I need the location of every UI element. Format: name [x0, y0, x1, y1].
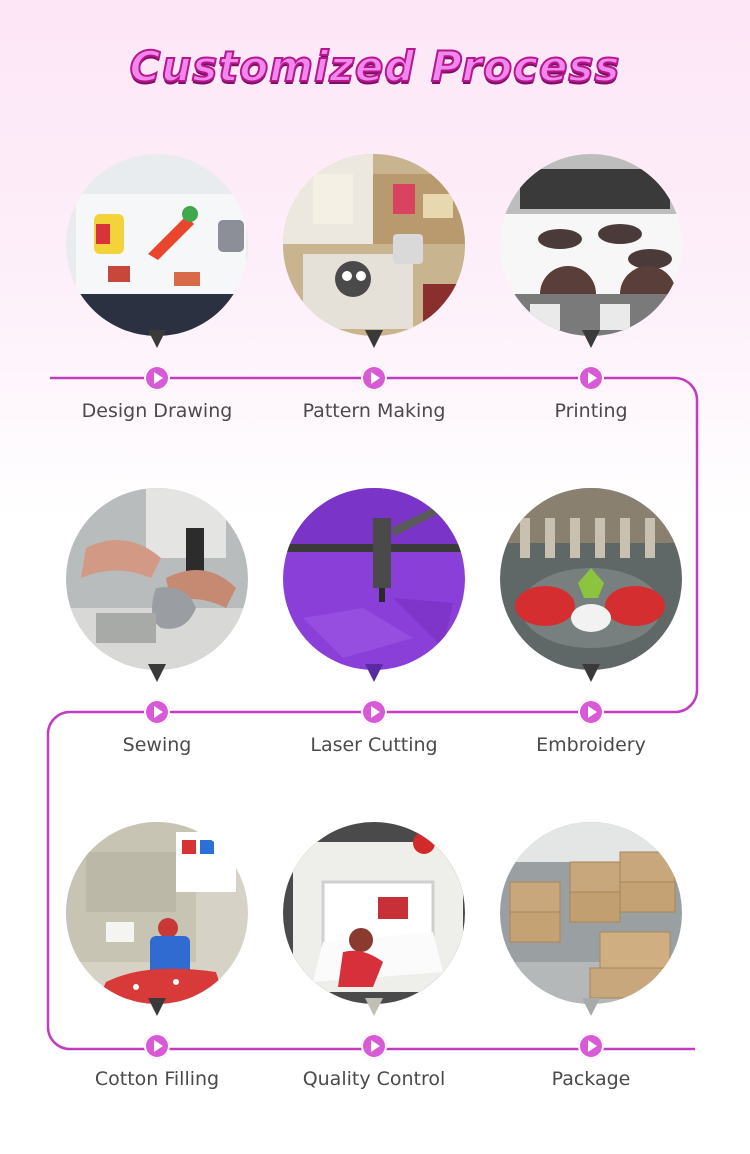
step-marker-icon [144, 1033, 170, 1059]
step-label: Printing [554, 400, 628, 422]
step-label: Embroidery [536, 734, 646, 756]
step-label: Laser Cutting [310, 734, 438, 756]
step-marker-icon [361, 699, 387, 725]
page-title: Customized Process [129, 41, 621, 92]
step-label: Package [551, 1068, 631, 1090]
step-marker-icon [361, 1033, 387, 1059]
step-marker-icon [578, 365, 604, 391]
quality-control-photo [283, 822, 465, 1004]
cotton-filling-photo [66, 822, 248, 1004]
step-label: Design Drawing [81, 400, 233, 422]
step-label: Pattern Making [302, 400, 446, 422]
step-marker-icon [144, 699, 170, 725]
embroidery-photo [500, 488, 682, 670]
package-photo [500, 822, 682, 1004]
step-marker-icon [144, 365, 170, 391]
laser-cutting-photo [283, 488, 465, 670]
step-label: Quality Control [302, 1068, 446, 1090]
printing-photo [500, 154, 682, 336]
step-label: Sewing [122, 734, 192, 756]
design-drawing-photo [66, 154, 248, 336]
pattern-making-photo [283, 154, 465, 336]
step-marker-icon [578, 699, 604, 725]
step-label: Cotton Filling [94, 1068, 220, 1090]
sewing-photo [66, 488, 248, 670]
step-marker-icon [361, 365, 387, 391]
step-marker-icon [578, 1033, 604, 1059]
